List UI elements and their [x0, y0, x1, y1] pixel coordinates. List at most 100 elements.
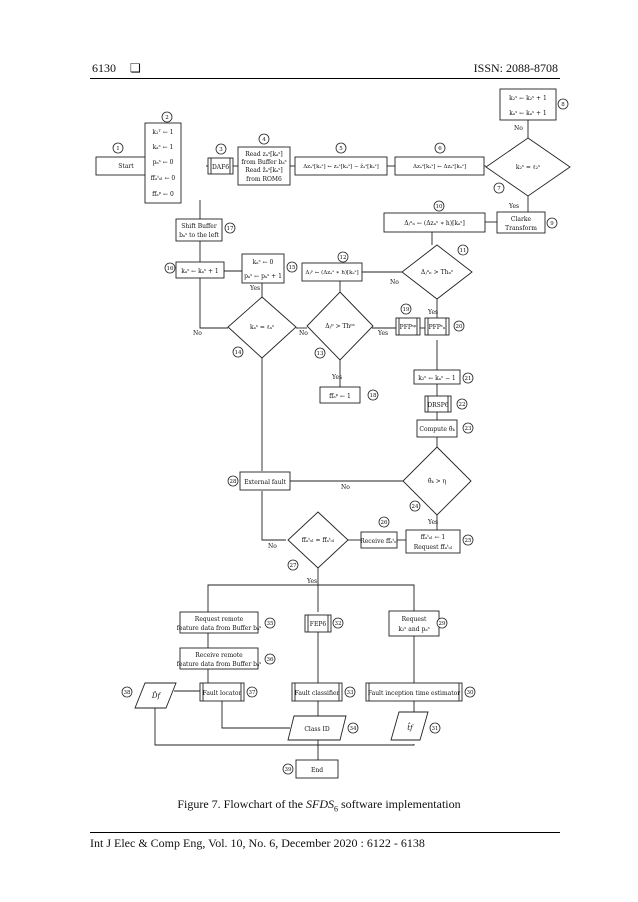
- update-8-line: k₂ˢ ← k₂ˢ + 1: [509, 95, 547, 102]
- fep-process: FEP6: [304, 614, 332, 633]
- svg-text:1: 1: [116, 146, 120, 152]
- class-id-output: Class ID: [287, 715, 347, 741]
- no-label: No: [341, 484, 350, 491]
- step-number: 24: [409, 500, 421, 512]
- decision-13: Δⱼᵖ > Thᵖˢ: [306, 291, 374, 361]
- step-number: 19: [400, 303, 412, 315]
- daf-process: DAF6: [207, 157, 234, 175]
- svg-text:10: 10: [436, 204, 443, 210]
- decision-24-label: θ̂ₖ > η: [428, 478, 447, 485]
- svg-text:30: 30: [467, 690, 474, 696]
- svg-text:19: 19: [403, 307, 410, 313]
- step-number: 27: [287, 559, 299, 571]
- svg-text:20: 20: [456, 324, 463, 330]
- step-number: 12: [337, 251, 349, 263]
- diff-box-5: Δzₐˢ[kₐˢ] ← zₐˢ[kₐˢ] − žₐˢ[kₐˢ]: [294, 156, 388, 176]
- shift-box: Shift Buffer bₐˢ to the left: [175, 218, 223, 242]
- request-25-line: Request ffₐᵗₒₗ: [414, 544, 453, 551]
- drsp-process: DRSP6: [424, 395, 452, 413]
- svg-text:9: 9: [550, 221, 554, 227]
- diff-5-label: Δzₐˢ[kₐˢ] ← zₐˢ[kₐˢ] − žₐˢ[kₐˢ]: [303, 163, 379, 170]
- svg-text:5: 5: [339, 146, 343, 152]
- dec-box-21: k₂ˢ ← kₐˢ − 1: [413, 369, 461, 385]
- yes-label: Yes: [377, 330, 388, 337]
- svg-text:15: 15: [289, 265, 296, 271]
- inception-label: Fault inception time estimator: [368, 690, 460, 697]
- svg-text:34: 34: [350, 726, 357, 732]
- svg-text:13: 13: [317, 351, 324, 357]
- step-number: 18: [367, 389, 379, 401]
- external-fault-label: External fault: [244, 479, 286, 486]
- request-29-line: Request: [402, 616, 427, 623]
- diff-box-6: Δzₐˢ[kₐˢ] ← Δzₐˢ[kₐˢ]: [394, 156, 485, 176]
- external-fault-box: External fault: [239, 471, 291, 491]
- init-line: ffₐᵗₒₗ ← 0: [151, 175, 176, 182]
- output-time-label: t̂f: [407, 721, 414, 732]
- step-number: 11: [457, 244, 469, 256]
- remote-receive-line: Receive remote: [195, 652, 243, 659]
- step-number: 36: [264, 653, 276, 665]
- step-number: 33: [344, 686, 356, 698]
- step-number: 17: [224, 222, 236, 234]
- update-box-16: kₐˢ ← kₐˢ + 1: [175, 261, 225, 279]
- output-time: t̂f: [390, 711, 429, 741]
- decision-11-label: Δⱼᵃₙ > Thₙˢ: [421, 269, 453, 276]
- shift-line: bₐˢ to the left: [179, 232, 219, 239]
- receive-26-label: Receive ffₐᵗₒₗ: [360, 538, 398, 545]
- header-box-icon: ❏: [130, 61, 141, 75]
- yes-label: Yes: [427, 519, 438, 526]
- step-number: 25: [462, 534, 474, 546]
- svg-text:38: 38: [124, 690, 131, 696]
- end-node: End: [295, 759, 339, 779]
- step-number: 37: [246, 686, 258, 698]
- page-number: 6130: [92, 61, 116, 75]
- no-label: No: [299, 330, 308, 337]
- fault-locator-process: Fault locator: [199, 682, 245, 702]
- reset-15-line: pₐˢ ← pₐˢ + 1: [244, 273, 282, 280]
- step-number: 38: [121, 686, 133, 698]
- decision-11: Δⱼᵃₙ > Thₙˢ: [401, 244, 473, 300]
- calc-box-12: Δⱼᵖ ← (Δzₐˢ ∗ h)[kₐˢ]: [301, 262, 363, 282]
- svg-text:27: 27: [290, 563, 297, 569]
- request-29-line: k₂ˢ and pₐˢ: [398, 626, 429, 633]
- remote-request-line: Request remote: [195, 616, 244, 623]
- daf-label: DAF6: [212, 164, 229, 171]
- remote-request-line: feature data from Buffer bₐˢ: [177, 625, 262, 632]
- compute-box: Compute θ̂ₖ: [416, 419, 458, 438]
- diff-6-label: Δzₐˢ[kₐˢ] ← Δzₐˢ[kₐˢ]: [413, 164, 466, 170]
- svg-text:16: 16: [167, 266, 174, 272]
- svg-text:18: 18: [370, 393, 377, 399]
- connectors: [154, 120, 529, 760]
- step-number: 16: [164, 262, 176, 274]
- svg-text:21: 21: [465, 376, 472, 382]
- step-number: 6: [434, 142, 446, 154]
- svg-text:6: 6: [438, 146, 442, 152]
- decision-13-label: Δⱼᵖ > Thᵖˢ: [325, 323, 354, 330]
- set-18-label: ffₐᵖ ← 1: [329, 393, 351, 400]
- svg-text:22: 22: [459, 402, 466, 408]
- step-number: 31: [429, 722, 441, 734]
- svg-text:29: 29: [439, 621, 446, 627]
- step-number: 35: [264, 617, 276, 629]
- pfp-process-19: PFPˢᵖ: [395, 317, 421, 336]
- decision-27-label: ffₐᵗₒₗ = ffₐᵗₒₗ: [302, 537, 335, 544]
- no-label: No: [514, 125, 523, 132]
- svg-text:24: 24: [412, 504, 419, 510]
- request-25-line: ffₐᵗₒₗ ← 1: [421, 534, 445, 541]
- fault-locator-label: Fault locator: [203, 690, 242, 697]
- step-number: 21: [462, 372, 474, 384]
- pfp-process-20: PFPˢₙ: [424, 317, 450, 336]
- svg-text:26: 26: [381, 520, 388, 526]
- yes-label: Yes: [306, 578, 317, 585]
- pfp-20-label: PFPˢₙ: [429, 324, 446, 331]
- read-box: Read zₐˢ[kₐˢ] from Buffer bₐˢ Read žₐˢ[k…: [237, 146, 291, 186]
- remote-receive-box: Receive remote feature data from Buffer …: [177, 647, 261, 670]
- fault-classifier-process: Fault classifier: [291, 682, 343, 702]
- calc-12-label: Δⱼᵖ ← (Δzₐˢ ∗ h)[kₐˢ]: [305, 269, 358, 276]
- no-label: No: [193, 330, 202, 337]
- class-id-label: Class ID: [304, 726, 330, 733]
- yes-label: Yes: [427, 309, 438, 316]
- svg-text:7: 7: [497, 186, 501, 192]
- output-location-label: D̂f: [151, 692, 162, 700]
